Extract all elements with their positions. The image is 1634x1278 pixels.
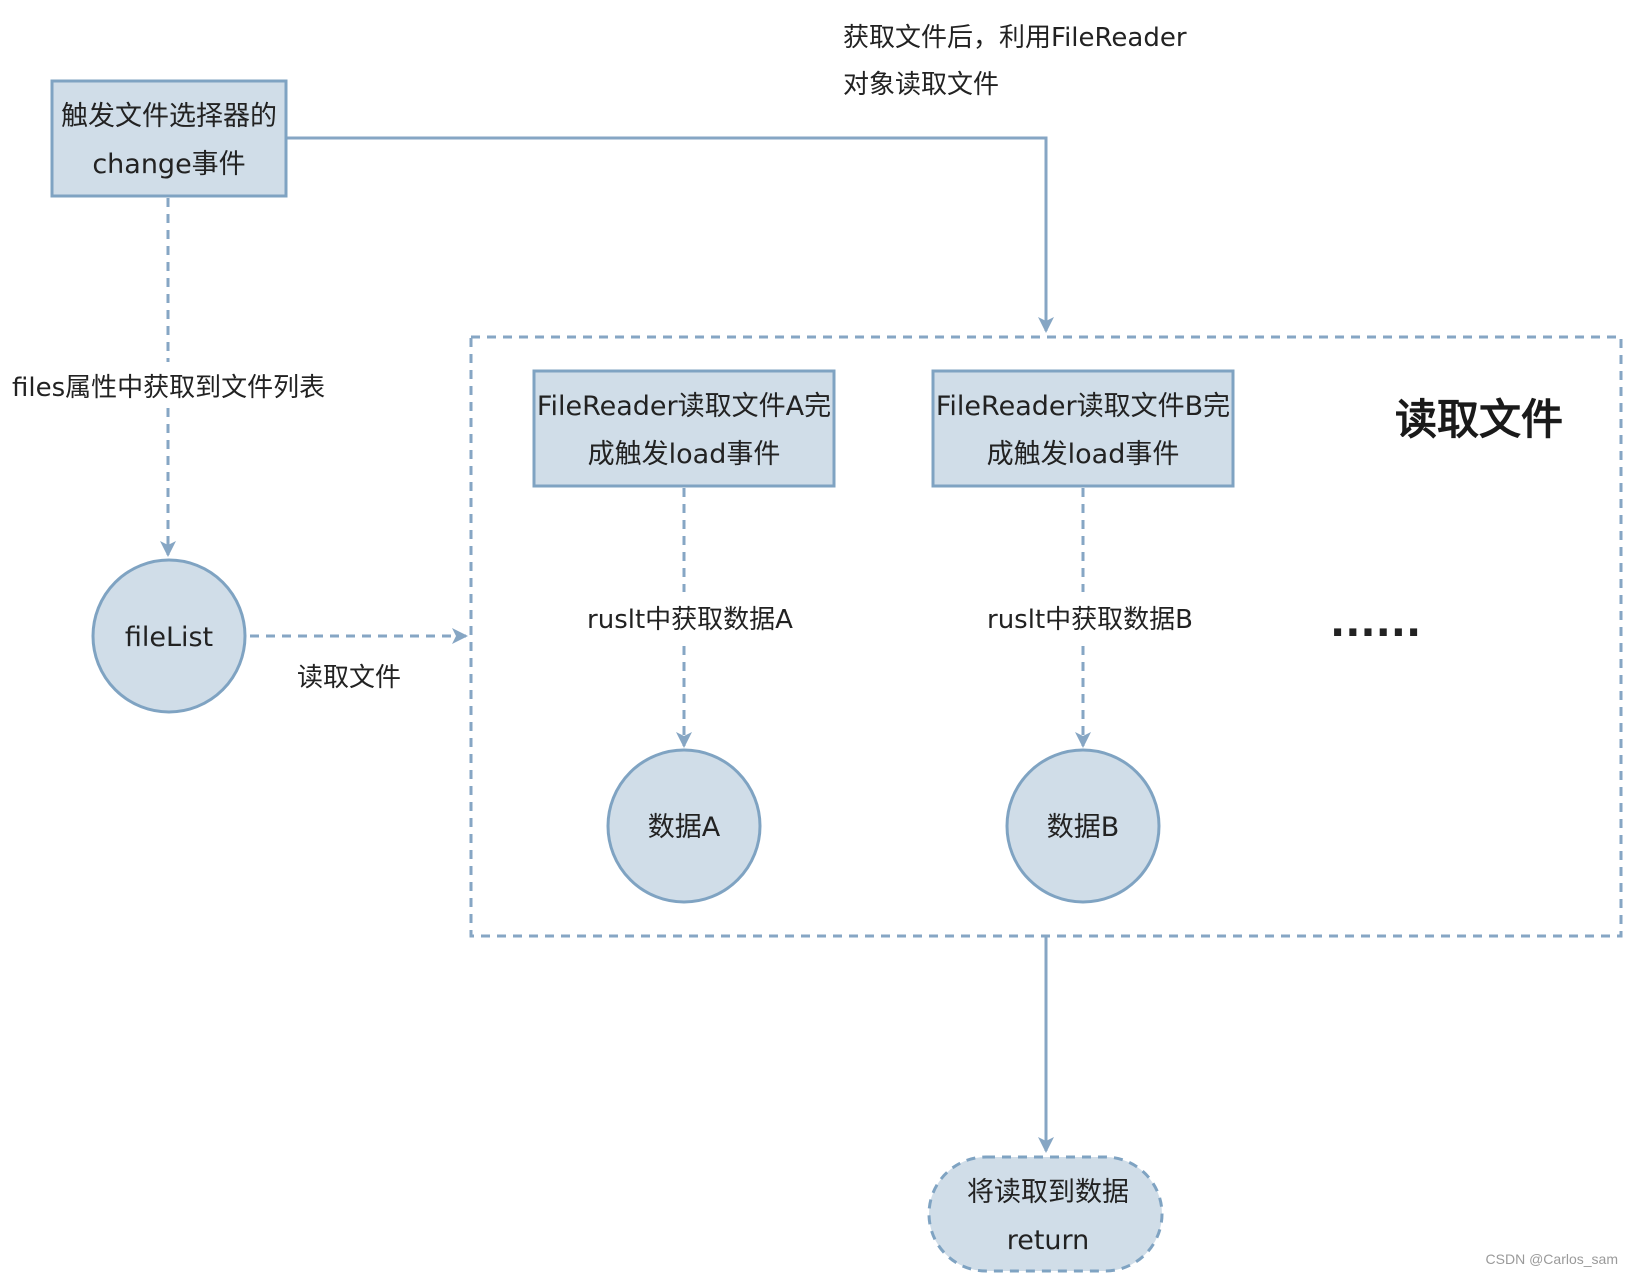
- trigger-node-line2: change事件: [92, 149, 245, 180]
- ellipsis-label: ......: [1330, 600, 1421, 646]
- trigger-node-line1: 触发文件选择器的: [61, 101, 277, 132]
- read-file-group: [469, 335, 1623, 938]
- reader-a-line1: FileReader读取文件A完: [537, 391, 831, 422]
- data-b-label: 数据B: [1047, 812, 1120, 843]
- reader-a-node: [532, 369, 836, 488]
- top-note-line1: 获取文件后，利用FileReader: [843, 23, 1187, 53]
- reader-a-line2: 成触发load事件: [588, 439, 781, 470]
- result-b-label: ruslt中获取数据B: [987, 605, 1193, 635]
- return-node-line1: 将读取到数据: [967, 1177, 1129, 1208]
- data-a-node: [606, 748, 762, 904]
- reader-b-line1: FileReader读取文件B完: [936, 391, 1230, 422]
- trigger-node: [50, 79, 288, 198]
- filelist-node: [91, 558, 247, 714]
- group-title: 读取文件: [1395, 395, 1563, 444]
- files-attr-label: files属性中获取到文件列表: [12, 373, 325, 403]
- read-file-edge-label: 读取文件: [297, 663, 401, 693]
- watermark: CSDN @Carlos_sam: [1486, 1251, 1618, 1267]
- data-b-node: [1005, 748, 1161, 904]
- reader-b-node: [931, 369, 1235, 488]
- return-node-line2: return: [1007, 1225, 1090, 1256]
- edge-trigger-to-group: [286, 136, 1054, 333]
- result-a-label: ruslt中获取数据A: [587, 605, 793, 635]
- data-a-label: 数据A: [648, 812, 721, 843]
- filelist-node-label: fileList: [125, 622, 213, 653]
- return-node: [927, 1155, 1164, 1273]
- reader-b-line2: 成触发load事件: [987, 439, 1180, 470]
- top-note-line2: 对象读取文件: [843, 70, 999, 100]
